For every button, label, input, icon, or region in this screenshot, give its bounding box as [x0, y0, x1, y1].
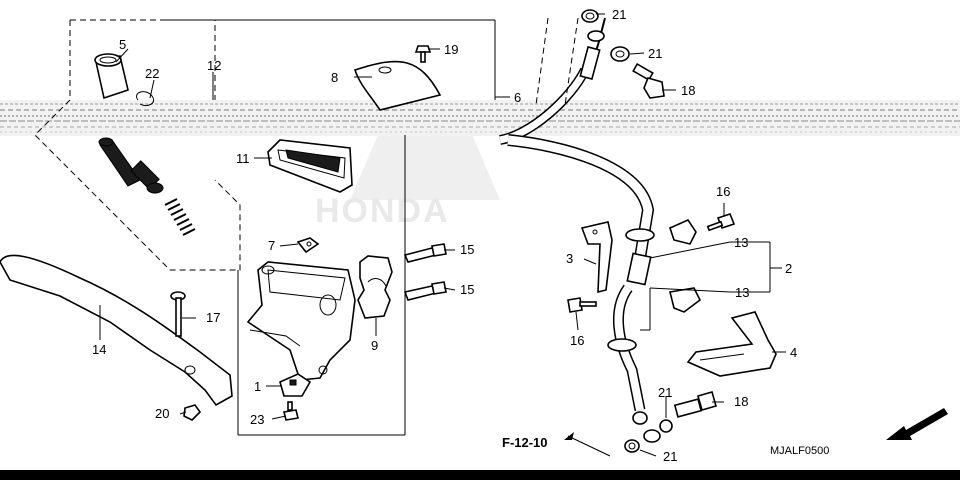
reservoir-cap — [353, 60, 442, 111]
callout-18-upper: 18 — [681, 83, 695, 98]
spring — [164, 198, 196, 236]
callout-5: 5 — [119, 37, 126, 52]
callout-14: 14 — [92, 342, 106, 357]
switch-screw — [283, 401, 299, 421]
callout-21-lower-b: 21 — [663, 449, 677, 464]
banjo-bolt-lower — [673, 391, 717, 418]
watermark-text: HONDA — [315, 192, 450, 230]
pivot-nut — [183, 404, 202, 421]
callout-leaders — [99, 13, 786, 457]
callout-20: 20 — [155, 406, 169, 421]
callout-15-upper: 15 — [460, 242, 474, 257]
holder-bolt-upper — [403, 243, 447, 263]
cap-screw — [414, 45, 432, 63]
front-arrow: FR. — [886, 407, 948, 440]
callout-22: 22 — [145, 66, 159, 81]
group-box-master-cylinder — [160, 19, 510, 436]
banjo-fitting-lower — [624, 411, 673, 453]
diaphragm — [267, 139, 353, 193]
bar-holder — [357, 255, 393, 319]
callout-17: 17 — [206, 310, 220, 325]
callout-6: 6 — [514, 90, 521, 105]
leader-lines — [640, 241, 782, 331]
banjo-bolt-upper — [632, 62, 665, 99]
callout-21-upper-b: 21 — [648, 46, 662, 61]
callout-21-lower-a: 21 — [658, 385, 672, 400]
piston-boot — [94, 53, 129, 100]
callout-4: 4 — [790, 345, 797, 360]
callout-1: 1 — [254, 379, 261, 394]
switch-clip — [296, 237, 320, 254]
callout-9: 9 — [371, 338, 378, 353]
callout-11: 11 — [236, 151, 250, 166]
piston-assembly — [98, 137, 196, 236]
callout-13-upper: 13 — [734, 235, 748, 250]
honda-watermark: HONDA — [315, 130, 500, 230]
callout-2: 2 — [785, 261, 792, 276]
callout-23: 23 — [250, 412, 264, 427]
reference-leader — [564, 432, 611, 457]
brake-lever — [0, 254, 233, 407]
clamp-bolt-lower — [567, 297, 597, 313]
brake-hose — [498, 17, 655, 259]
hose-clamp-upper — [669, 218, 697, 245]
callout-13-lower: 13 — [735, 285, 749, 300]
hose-clamp-lower — [669, 287, 702, 313]
brake-hose-lower — [607, 228, 655, 412]
clamp-bolt-upper — [706, 213, 736, 232]
callout-16-upper: 16 — [716, 184, 730, 199]
callout-8: 8 — [331, 70, 338, 85]
scan-noise-band — [0, 100, 960, 136]
holder-bolt-lower — [403, 281, 447, 301]
master-cylinder-body — [246, 261, 356, 381]
callout-15-lower: 15 — [460, 282, 474, 297]
hose-stay — [686, 311, 777, 377]
circlip — [136, 91, 154, 107]
pivot-bolt — [170, 291, 186, 337]
reference-link[interactable]: F-12-10 — [502, 435, 548, 450]
banjo-fitting-upper — [581, 9, 605, 42]
sealing-washer-upper — [610, 46, 630, 62]
callout-3: 3 — [566, 251, 573, 266]
callout-16-lower: 16 — [570, 333, 584, 348]
callout-12: 12 — [207, 58, 221, 73]
hose-bracket — [580, 221, 613, 294]
diagram-code: MJALF0500 — [770, 445, 829, 457]
callout-19: 19 — [444, 42, 458, 57]
callouts: 5 22 12 8 19 6 21 21 18 11 7 15 15 9 1 2… — [92, 7, 797, 464]
callout-21-upper-a: 21 — [612, 7, 626, 22]
bottom-border — [0, 470, 960, 480]
brake-switch — [279, 373, 312, 397]
callout-18-lower: 18 — [734, 394, 748, 409]
callout-7: 7 — [268, 238, 275, 253]
